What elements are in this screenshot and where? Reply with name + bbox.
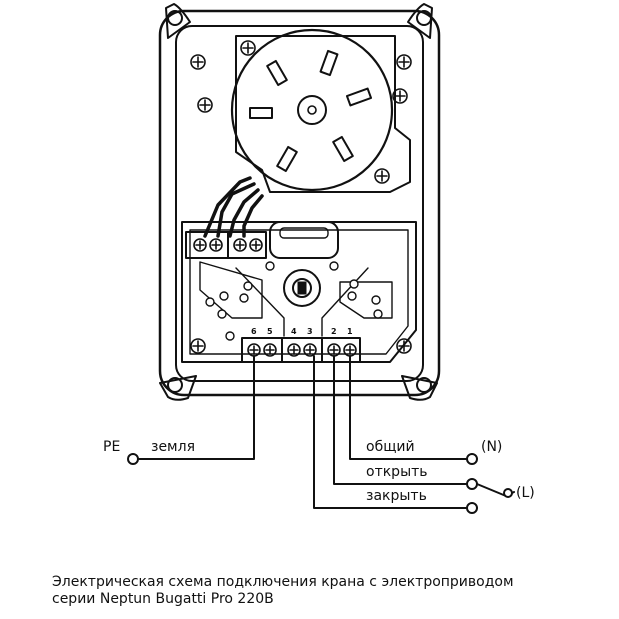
- neutral-label: (N): [481, 439, 502, 455]
- terminal-number: 3: [307, 327, 313, 336]
- caption-line: Электрическая схема подключения крана с …: [52, 574, 514, 590]
- caption-line: серии Neptun Bugatti Pro 220В: [52, 591, 274, 607]
- line-label: (L): [516, 485, 535, 501]
- terminal-number: 6: [251, 327, 257, 336]
- motor-assembly: [203, 28, 411, 238]
- housing-screws: [190, 54, 412, 354]
- open-label: открыть: [366, 464, 428, 480]
- close-label: закрыть: [366, 488, 427, 504]
- terminal-number: 2: [331, 327, 337, 336]
- terminal-number: 1: [347, 327, 353, 336]
- circuit-board: [181, 221, 417, 363]
- external-wires: [127, 355, 515, 514]
- housing-outer: [158, 9, 441, 397]
- terminal-block: [241, 337, 361, 363]
- housing-inner: [175, 25, 424, 382]
- common-label: общий: [366, 439, 415, 455]
- pe-label: PE: [103, 439, 120, 455]
- terminal-number: 5: [267, 327, 273, 336]
- figure-caption: Электрическая схема подключения крана с …: [52, 574, 612, 608]
- earth-label: земля: [151, 439, 195, 455]
- terminal-number: 4: [291, 327, 297, 336]
